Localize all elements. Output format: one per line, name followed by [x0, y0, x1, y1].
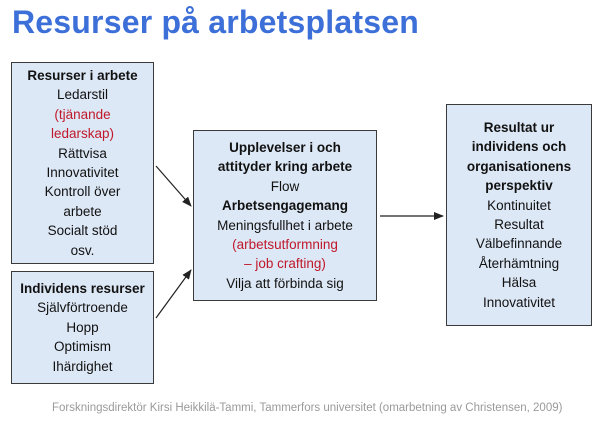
- source-footer: Forskningsdirektör Kirsi Heikkilä-Tammi,…: [52, 402, 563, 414]
- resultat-heading: perspektiv: [485, 178, 553, 194]
- upplevelser-flow: Flow: [270, 178, 300, 194]
- individens-resurser-box: Individens resurser Självförtroende Hopp…: [11, 271, 154, 384]
- resultat-heading: individens och: [471, 139, 567, 155]
- individens-resurser-heading: Individens resurser: [20, 280, 145, 296]
- arrow-individ-to-upplevelser: [155, 269, 192, 319]
- resultat-heading: Resultat ur: [483, 119, 555, 135]
- upplevelser-box: Upplevelser i och attityder kring arbete…: [193, 130, 377, 301]
- upplevelser-meaning: Meningsfullhet i arbete: [217, 217, 353, 233]
- resurser-line-red: (tjänande: [54, 106, 111, 122]
- resurser-line: arbete: [63, 203, 102, 219]
- upplevelser-heading: Upplevelser i och: [229, 139, 341, 155]
- individ-line: Hopp: [66, 319, 99, 335]
- page-title: Resurser på arbetsplatsen: [12, 4, 419, 40]
- resultat-line: Resultat: [494, 217, 544, 232]
- resultat-line: Kontinuitet: [487, 197, 551, 213]
- upplevelser-line-red: (arbetsutformning: [232, 236, 338, 252]
- individ-line: Ihärdighet: [52, 358, 113, 374]
- resultat-line: Hälsa: [501, 275, 537, 291]
- resurser-line: Ledarstil: [56, 87, 109, 103]
- resultat-box: Resultat ur individens och organisatione…: [446, 104, 592, 326]
- upplevelser-last: Vilja att förbinda sig: [226, 275, 344, 291]
- resultat-line: Välbefinnande: [475, 236, 563, 252]
- resultat-line: Återhämtning: [478, 255, 560, 271]
- individ-line: Optimism: [54, 339, 111, 355]
- resurser-line: Socialt stöd: [47, 223, 118, 239]
- resurser-i-arbete-box: Resurser i arbete Ledarstil (tjänande le…: [11, 62, 154, 264]
- upplevelser-subheading: Arbetsengagemang: [221, 198, 349, 214]
- resurser-i-arbete-heading: Resurser i arbete: [27, 67, 138, 83]
- upplevelser-heading: attityder kring arbete: [217, 159, 353, 175]
- resultat-line: Innovativitet: [482, 294, 556, 310]
- resurser-line: Rättvisa: [58, 145, 107, 161]
- upplevelser-line-red: – job crafting): [244, 256, 326, 272]
- resultat-heading: organisationens: [466, 158, 572, 174]
- resurser-line-red: ledarskap): [50, 126, 115, 142]
- arrow-resurser-to-upplevelser: [155, 165, 192, 207]
- resurser-line: Innovativitet: [46, 165, 119, 180]
- individ-line: Självförtroende: [37, 300, 128, 316]
- resurser-line: Kontroll över: [44, 184, 121, 200]
- resurser-line: osv.: [70, 242, 95, 258]
